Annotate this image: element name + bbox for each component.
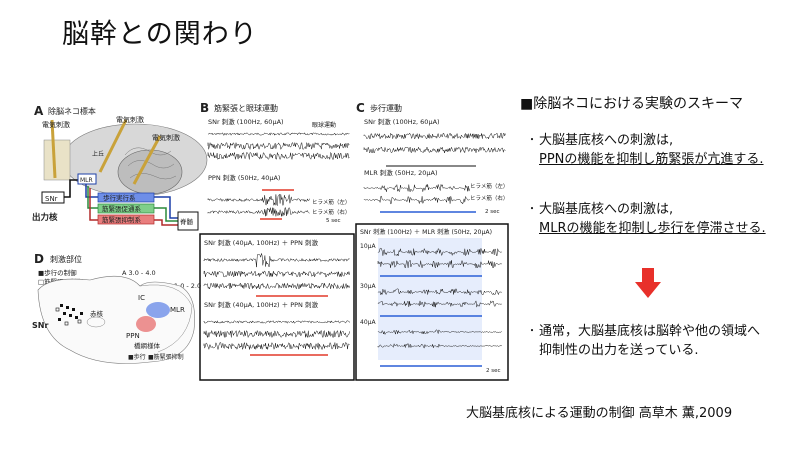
- b-row-a-side: 眼球運動: [312, 121, 336, 129]
- output-nucleus-label: 出力核: [32, 212, 58, 223]
- bullet-text-line2: MLRの機能を抑制し歩行を停滞させる.: [539, 221, 766, 236]
- c-scale-bottom: 2 sec: [486, 368, 501, 374]
- emg-trace: [363, 146, 506, 154]
- b-scale-label: 5 sec: [326, 218, 341, 224]
- pontine-rf-label: 橋網様体: [134, 341, 161, 350]
- bullet-text-line2: PPNの機能を抑制し筋緊張が亢進する.: [539, 152, 764, 167]
- slide-title: 脳幹との関わり: [62, 19, 258, 50]
- emg-trace: [207, 193, 310, 206]
- bullet-mark: ・: [527, 326, 537, 337]
- emg-trace: [203, 319, 350, 324]
- emg-trace: [363, 195, 470, 205]
- emg-trace: [363, 183, 470, 193]
- emg-trace: [203, 282, 350, 290]
- bullet-text-line1: 大脳基底核への刺激は,: [539, 133, 674, 148]
- c-row-c-caption: SNr 刺激 (100Hz) ＋ MLR 刺激 (50Hz, 20μA): [360, 228, 492, 236]
- emg-trace: [203, 270, 350, 278]
- path-box-locomotion: 歩行実行系: [103, 193, 136, 202]
- path-box-facilitation: 筋緊張促通系: [102, 204, 142, 213]
- current-10: 10μA: [360, 243, 376, 250]
- bullet-text-line2: 抑制性の出力を送っている.: [539, 343, 699, 358]
- experiment-figure: A 除脳ネコ標本 電気刺激 電気刺激 電気刺激 上丘 SNr MLR 出力核 歩…: [32, 101, 509, 381]
- panel-d-title: 刺激部位: [50, 254, 82, 264]
- bullet-mark: ・: [527, 204, 537, 215]
- c-row-a-caption: SNr 刺激 (100Hz, 60μA): [364, 117, 440, 126]
- ic-label: IC: [138, 294, 145, 302]
- emg-trace: [377, 247, 503, 257]
- b-row-c-caption: SNr 刺激 (40μA, 100Hz) ＋ PPN 刺激: [204, 238, 318, 247]
- panel-a-label: A: [34, 104, 44, 118]
- bullet-text-line1: 大脳基底核への刺激は,: [539, 202, 674, 217]
- panel-b-title: 筋緊張と眼球運動: [214, 103, 278, 113]
- stim-label-3: 電気刺激: [152, 133, 180, 142]
- emg-trace: [203, 252, 350, 268]
- stim-label-2: 電気刺激: [116, 115, 144, 124]
- c-side-right: ヒラメ筋（右）: [470, 194, 508, 202]
- emg-trace: [207, 141, 350, 150]
- bullet-text-line1: 通常，大脳基底核は脳幹や他の領域へ: [539, 324, 761, 339]
- c-side-left: ヒラメ筋（左）: [470, 182, 508, 190]
- emg-trace: [377, 300, 503, 308]
- panel-a: A 除脳ネコ標本 電気刺激 電気刺激 電気刺激 上丘 SNr MLR 出力核 歩…: [32, 104, 208, 231]
- stim-label-1: 電気刺激: [42, 120, 70, 129]
- panel-a-title: 除脳ネコ標本: [48, 106, 96, 116]
- legend-walk: ■歩行: [128, 353, 146, 361]
- emg-trace: [207, 207, 310, 217]
- emg-trace: [377, 288, 503, 296]
- citation: 大脳基底核による運動の制御 高草木 薫,2009: [466, 406, 733, 421]
- emg-trace: [203, 329, 350, 339]
- red-nucleus-label: 赤核: [90, 309, 104, 318]
- b-row-a-caption: SNr 刺激 (100Hz, 60μA): [208, 117, 284, 126]
- snr-site-label: SNr: [32, 321, 48, 330]
- emg-trace: [377, 259, 503, 269]
- path-box-inhibition: 筋緊張抑制系: [102, 215, 142, 224]
- mlr-site-label: MLR: [170, 306, 185, 314]
- panel-d-label: D: [34, 252, 44, 266]
- panel-c-label: C: [356, 101, 365, 115]
- snr-label: SNr: [45, 195, 58, 203]
- panel-c: C 歩行運動 SNr 刺激 (100Hz, 60μA) MLR 刺激 (50Hz…: [355, 101, 509, 381]
- b-row-b-side: ヒラメ筋（左）: [312, 198, 350, 206]
- emg-trace: [203, 341, 350, 351]
- emg-trace: [207, 132, 350, 136]
- panel-b: B 筋緊張と眼球運動 SNr 刺激 (100Hz, 60μA) 眼球運動 PPN…: [199, 101, 355, 381]
- coord-anterior: A 3.0 - 4.0: [122, 269, 156, 277]
- c-scale-top: 2 sec: [485, 209, 500, 215]
- upper-colliculus-label: 上丘: [92, 150, 104, 158]
- schema-heading: ■除脳ネコにおける実験のスキーマ: [520, 96, 743, 112]
- emg-trace: [377, 329, 502, 336]
- spinal-cord-label: 脊髄: [180, 217, 194, 226]
- ppn-site-label: PPN: [126, 332, 140, 340]
- emg-trace: [377, 342, 503, 349]
- c-row-b-caption: MLR 刺激 (50Hz, 20μA): [364, 168, 438, 177]
- down-arrow-icon: [635, 268, 661, 298]
- legend-tone-inhibit: ■筋緊張抑制: [148, 353, 184, 361]
- panel-b-label: B: [200, 101, 209, 115]
- b-row-d-caption: SNr 刺激 (40μA, 100Hz) ＋ PPN 刺激: [204, 300, 318, 309]
- b-row-b-side2: ヒラメ筋（右）: [312, 208, 350, 216]
- current-40: 40μA: [360, 319, 376, 326]
- panel-d: D 刺激部位 ■歩行の制御 □筋緊張の制御 A 3.0 - 4.0 P 1.0 …: [32, 252, 201, 364]
- panel-c-title: 歩行運動: [370, 103, 402, 113]
- emg-trace: [207, 151, 350, 161]
- emg-trace: [363, 132, 506, 140]
- coord-posterior: P 1.0 - 2.0: [168, 282, 201, 290]
- current-30: 30μA: [360, 283, 376, 290]
- legend-locomotion: ■歩行の制御: [38, 268, 77, 277]
- mlr-label: MLR: [80, 177, 93, 184]
- bullet-mark: ・: [527, 135, 537, 146]
- b-row-b-caption: PPN 刺激 (50Hz, 40μA): [208, 173, 280, 182]
